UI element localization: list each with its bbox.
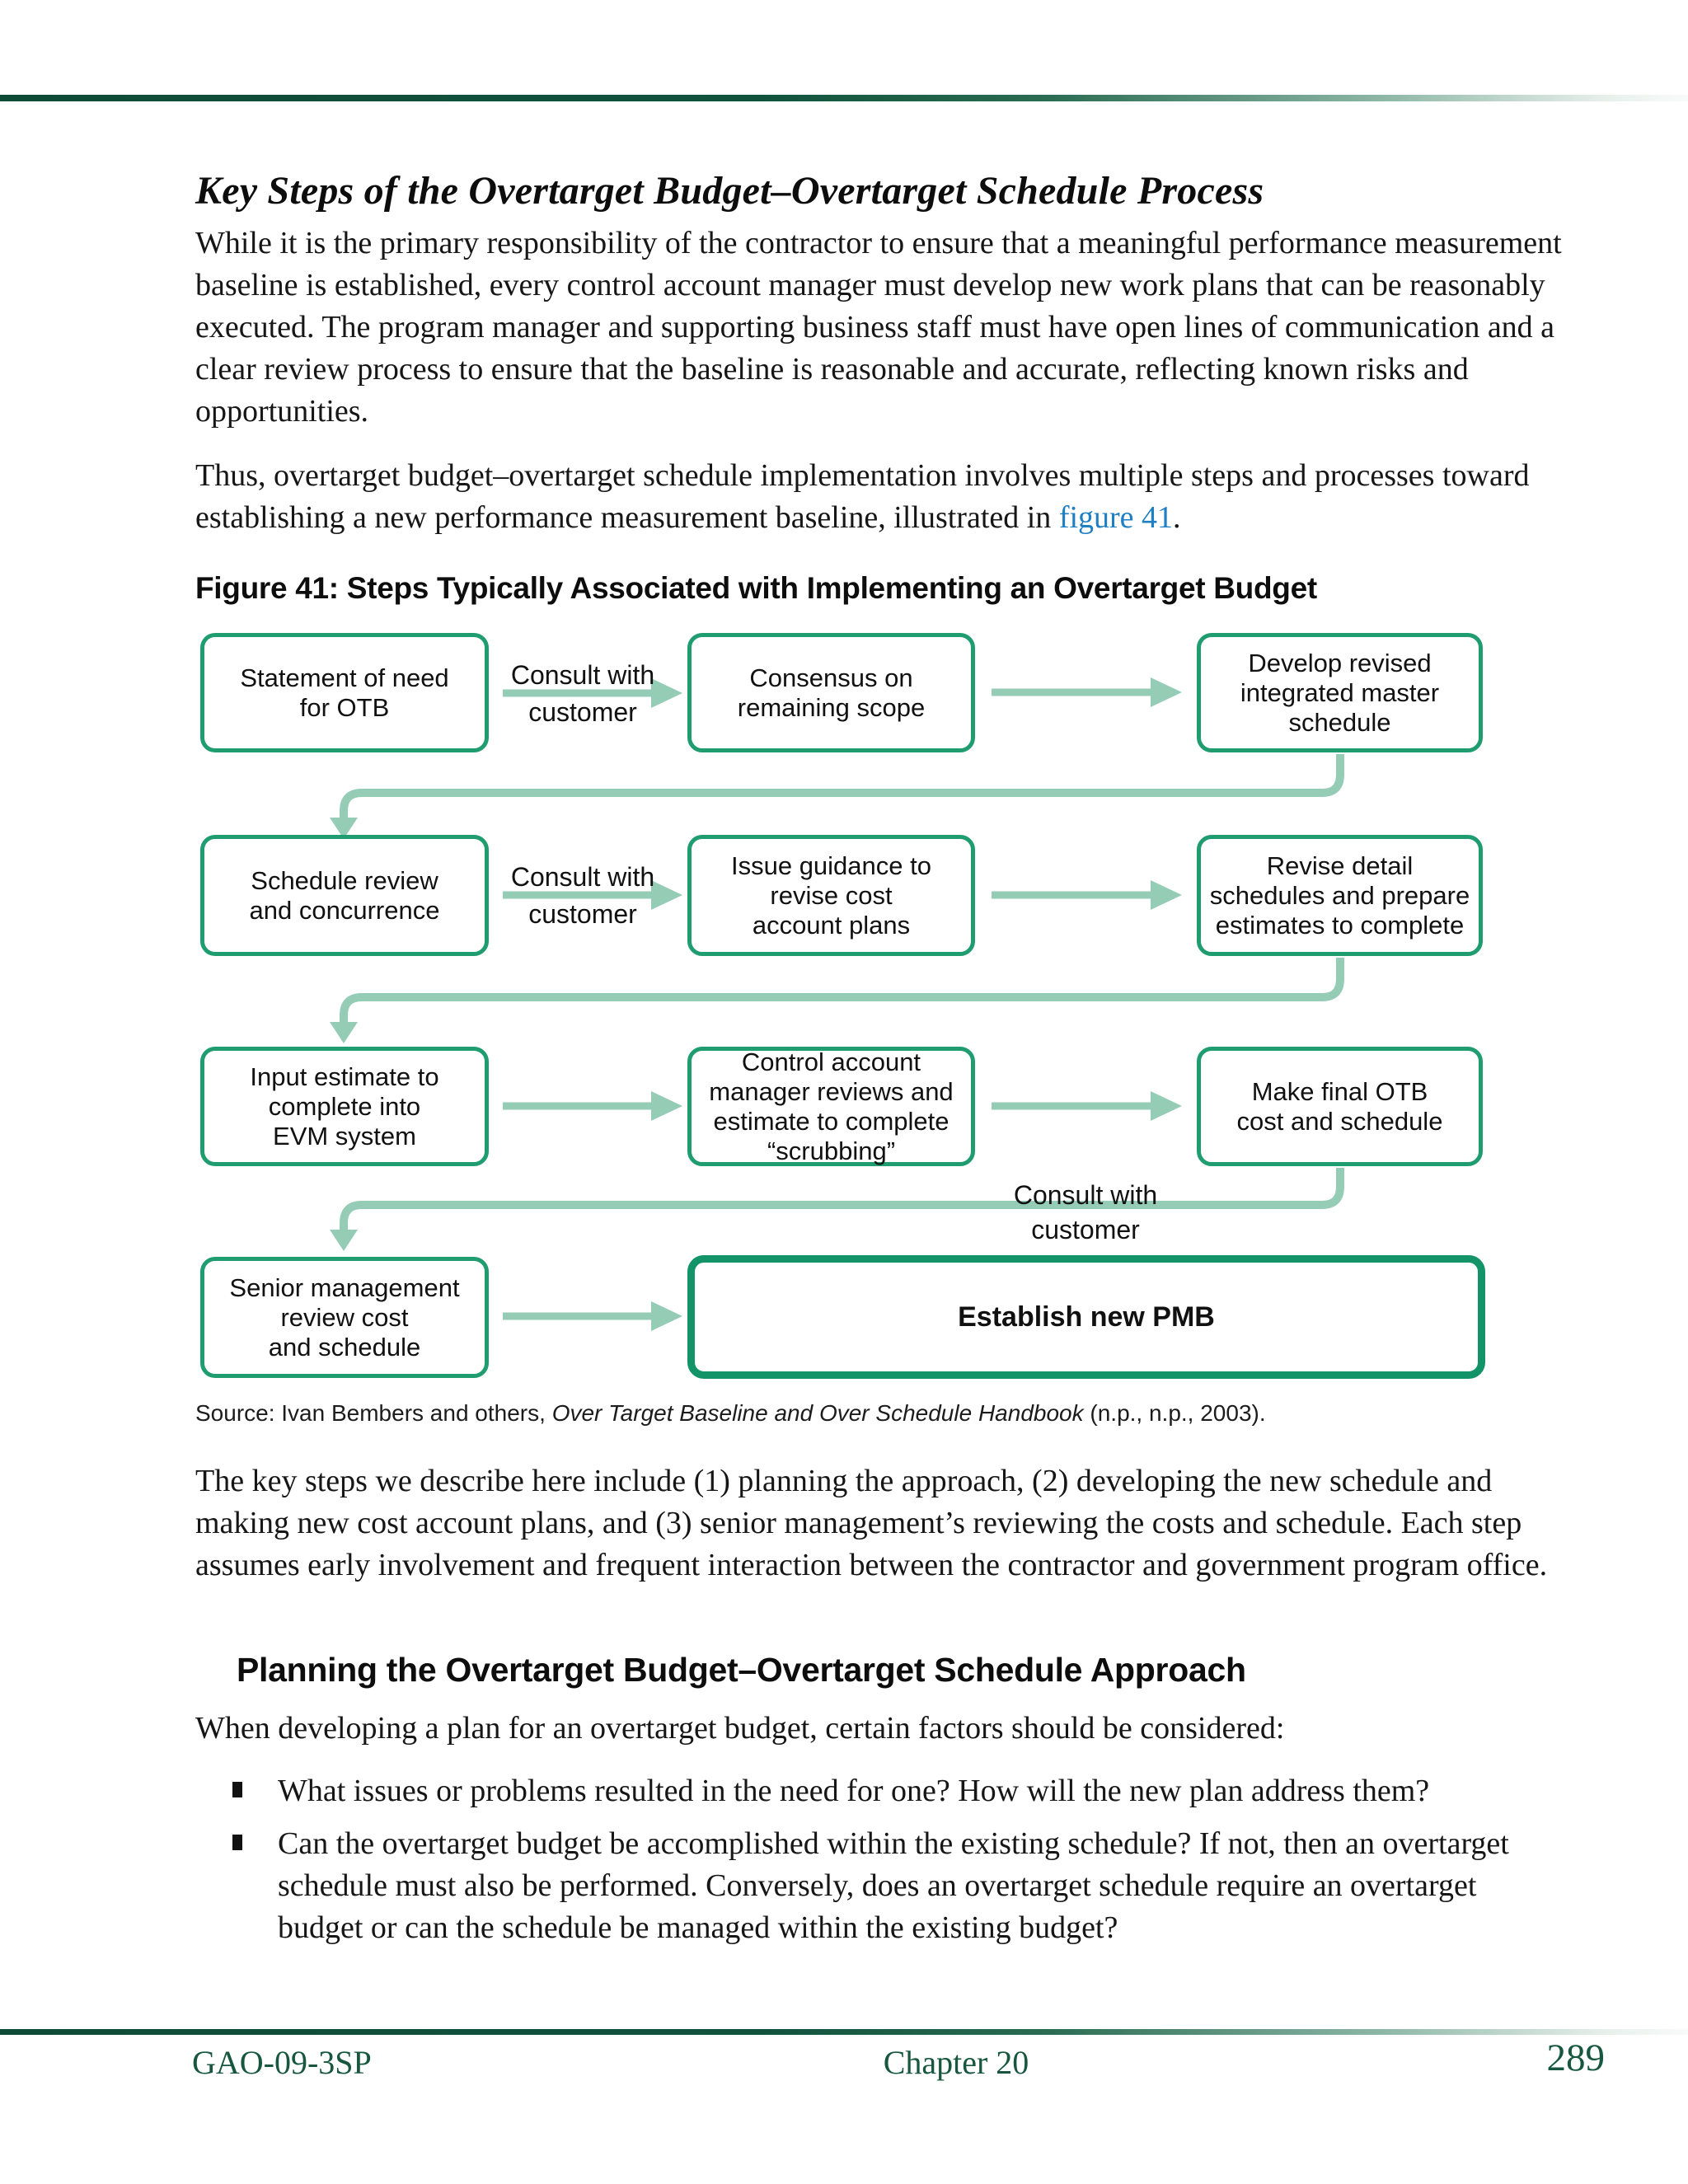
paragraph-factors: When developing a plan for an overtarget… [195, 1711, 1285, 1746]
flow-box-schedule-review: Schedule review and concurrence [200, 835, 489, 956]
flow-box-revise-detail: Revise detail schedules and prepare esti… [1197, 835, 1483, 956]
consult-label-top: Consult with [510, 862, 655, 892]
consult-label-bottom: customer [1031, 1215, 1140, 1244]
footer-rule [0, 2029, 1688, 2035]
bullet-square-icon [232, 1782, 242, 1797]
consult-label-top: Consult with [1013, 1180, 1158, 1210]
flow-arrowhead [1151, 1091, 1182, 1121]
bullet-item-text: What issues or problems resulted in the … [278, 1774, 1430, 1808]
footer-chapter: Chapter 20 [883, 2044, 1029, 2081]
flow-box-develop-ims: Develop revised integrated master schedu… [1197, 633, 1483, 752]
bullet-item: What issues or problems resulted in the … [195, 1770, 1568, 1812]
top-rule [0, 95, 1688, 101]
paragraph-figure-ref-text: Thus, overtarget budget–overtarget sched… [195, 458, 1530, 535]
flowchart: Statement of need for OTB Consensus on r… [173, 618, 1508, 1393]
flow-arrowhead [651, 1091, 682, 1121]
flow-arrowhead-down [330, 818, 358, 839]
source-note-suffix: (n.p., n.p., 2003). [1083, 1400, 1266, 1426]
paragraph-key-steps: The key steps we describe here include (… [195, 1464, 1548, 1582]
footer-page-number: 289 [1546, 2036, 1606, 2079]
flow-return-connector [340, 1168, 1344, 1230]
bullet-item: Can the overtarget budget be accomplishe… [195, 1823, 1568, 1949]
consult-label-bottom: customer [528, 697, 637, 727]
flow-box-input-estimate: Input estimate to complete into EVM syst… [200, 1047, 489, 1166]
flow-box-cam-scrubbing: Control account manager reviews and esti… [687, 1047, 975, 1166]
flow-return-connector [340, 958, 1344, 1022]
flow-box-final-otb: Make final OTB cost and schedule [1197, 1047, 1483, 1166]
flow-box-issue-guidance: Issue guidance to revise cost account pl… [687, 835, 975, 956]
footer-report-number: GAO-09-3SP [192, 2044, 372, 2081]
flow-arrowhead [651, 678, 682, 708]
consult-label-bottom: customer [528, 899, 637, 929]
flow-box-statement-of-need: Statement of need for OTB [200, 633, 489, 752]
bullet-square-icon [232, 1835, 242, 1850]
paragraph-intro: While it is the primary responsibility o… [195, 226, 1562, 429]
section-heading-planning: Planning the Overtarget Budget–Overtarge… [237, 1651, 1246, 1689]
page-title: Key Steps of the Overtarget Budget–Overt… [195, 169, 1264, 213]
flow-box-establish-pmb: Establish new PMB [687, 1255, 1485, 1379]
paragraph-figure-ref-period: . [1173, 500, 1181, 535]
flow-arrowhead [651, 1301, 682, 1331]
flow-box-senior-review: Senior management review cost and schedu… [200, 1257, 489, 1378]
source-note-prefix: Source: Ivan Bembers and others, [195, 1400, 552, 1426]
flow-arrowhead [1151, 880, 1182, 910]
flow-arrowhead [651, 880, 682, 910]
flow-arrowhead [1151, 677, 1182, 707]
source-note: Source: Ivan Bembers and others, Over Ta… [195, 1399, 1597, 1427]
figure-caption: Figure 41: Steps Typically Associated wi… [195, 571, 1317, 605]
bullet-item-text: Can the overtarget budget be accomplishe… [278, 1826, 1509, 1945]
flowchart-connectors [330, 677, 1344, 1331]
figure-41-link[interactable]: figure 41 [1058, 500, 1174, 535]
flow-arrowhead-down [330, 1022, 358, 1043]
source-note-title: Over Target Baseline and Over Schedule H… [551, 1400, 1084, 1426]
flow-box-consensus: Consensus on remaining scope [687, 633, 975, 752]
flow-arrowhead-down [330, 1230, 358, 1251]
paragraph-figure-ref: Thus, overtarget budget–overtarget sched… [195, 455, 1568, 539]
flow-return-connector [340, 754, 1344, 818]
consult-label-top: Consult with [510, 660, 655, 690]
